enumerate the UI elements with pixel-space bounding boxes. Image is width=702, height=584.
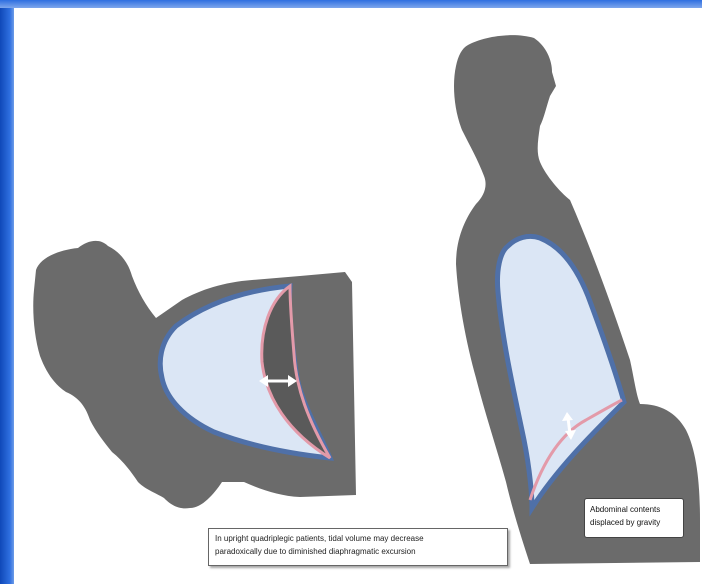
abdominal-contents-label: Abdominal contents displaced by gravity	[584, 498, 684, 538]
abdominal-label-line-1: Abdominal contents	[590, 503, 678, 516]
caption-line-1: In upright quadriplegic patients, tidal …	[215, 532, 501, 545]
caption-line-2: paradoxically due to diminished diaphrag…	[215, 545, 501, 558]
upright-figure	[454, 35, 700, 564]
abdominal-label-line-2: displaced by gravity	[590, 516, 678, 529]
supine-figure	[33, 241, 356, 508]
diagram-caption: In upright quadriplegic patients, tidal …	[208, 528, 508, 566]
